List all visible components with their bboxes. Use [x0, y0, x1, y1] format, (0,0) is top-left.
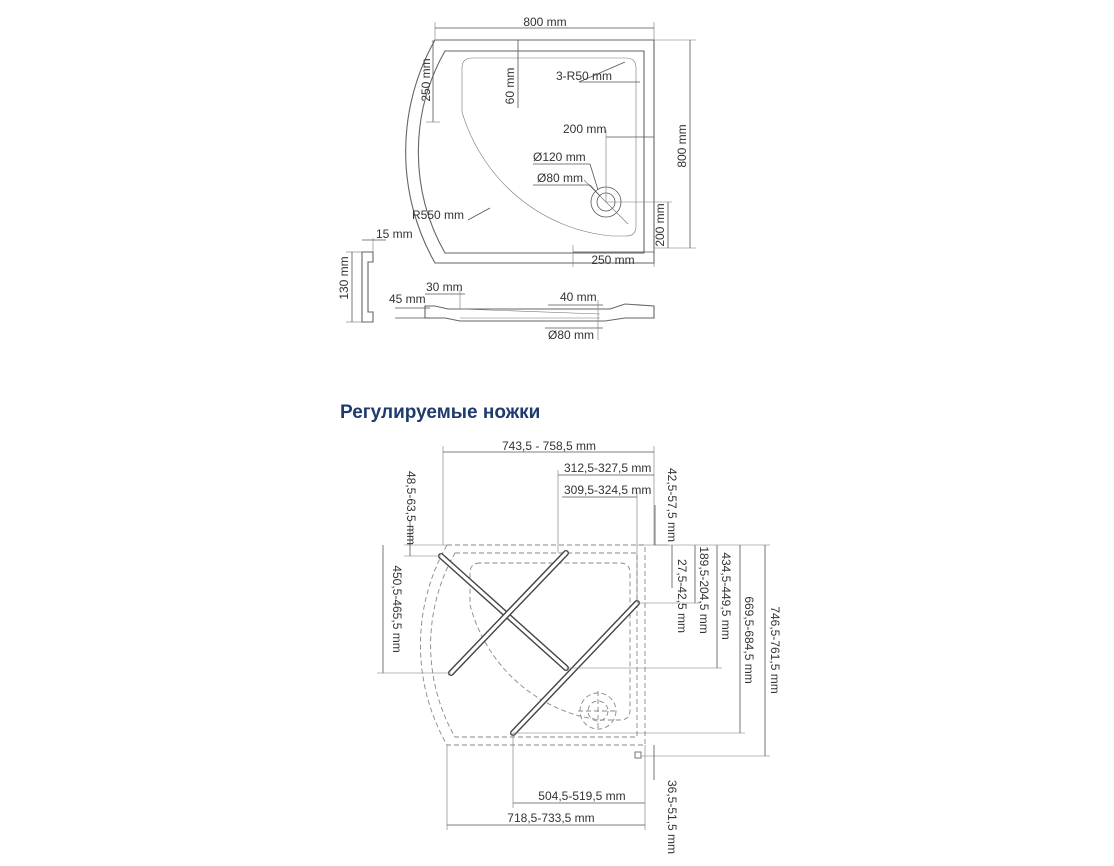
label-corner-radius: 3-R50 mm	[556, 69, 612, 83]
label-side-250: 250 mm	[419, 58, 433, 101]
legs-dimension-lines	[377, 446, 770, 830]
tray-basin	[461, 57, 637, 237]
label-legs-l: 718,5-733,5 mm	[507, 811, 594, 825]
label-wall-15: 15 mm	[376, 227, 413, 241]
label-legs-c: 42,5-57,5 mm	[665, 468, 679, 542]
label-legs-i: 669,5-684,5 mm	[742, 596, 756, 683]
label-legs-g: 27,5-42,5 mm	[675, 559, 689, 633]
label-legs-a: 312,5-327,5 mm	[564, 461, 651, 475]
label-legs-width: 743,5 - 758,5 mm	[502, 439, 596, 453]
legs-tray-outline	[420, 544, 646, 746]
tray-section-view	[395, 290, 655, 340]
tray-top-view	[405, 39, 655, 264]
label-legs-e: 450,5-465,5 mm	[390, 565, 404, 652]
label-legs-f: 189,5-204,5 mm	[697, 546, 711, 633]
top-dimension-lines	[426, 22, 696, 267]
label-legs-d: 48,5-63,5 mm	[404, 471, 418, 545]
label-lip-30: 30 mm	[426, 280, 463, 294]
tray-outline-lip	[417, 50, 645, 254]
legs-drain-inner	[587, 700, 609, 722]
label-legs-k: 504,5-519,5 mm	[538, 789, 625, 803]
label-drain-depth-40: 40 mm	[560, 290, 597, 304]
label-drain-diam-80: Ø80 mm	[548, 328, 594, 342]
tray-outline-outer	[405, 39, 655, 264]
tray-side-profile	[346, 238, 386, 323]
label-height-130: 130 mm	[337, 256, 351, 299]
legs-heading: Регулируемые ножки	[340, 402, 540, 423]
label-drain-outer: Ø120 mm	[533, 150, 586, 164]
leg-foot	[634, 751, 642, 759]
label-depth-800: 800 mm	[675, 124, 689, 167]
label-width-800: 800 mm	[523, 15, 566, 29]
leg-frame	[438, 550, 642, 759]
label-base-45: 45 mm	[389, 292, 426, 306]
label-legs-j: 746,5-761,5 mm	[768, 606, 782, 693]
label-legs-b: 309,5-324,5 mm	[564, 483, 651, 497]
label-legs-h: 434,5-449,5 mm	[719, 552, 733, 639]
label-bottom-250: 250 mm	[591, 253, 634, 267]
label-radius: R550 mm	[412, 208, 464, 222]
label-drain-x: 200 mm	[563, 122, 606, 136]
label-legs-m: 36,5-51,5 mm	[665, 780, 679, 854]
label-rim-60: 60 mm	[503, 68, 517, 105]
label-drain-inner: Ø80 mm	[537, 171, 583, 185]
label-drain-y: 200 mm	[653, 203, 667, 246]
